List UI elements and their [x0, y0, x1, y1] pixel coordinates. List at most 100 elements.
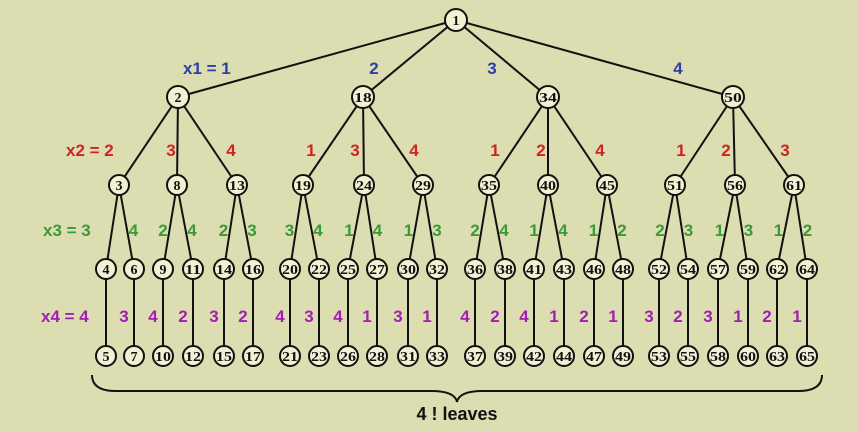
tree-edge: [362, 96, 365, 186]
edge-label: 1: [404, 221, 413, 240]
node-label: 56: [727, 179, 743, 194]
edge-label: 4: [595, 141, 605, 160]
node-label: 24: [356, 179, 372, 194]
node-label: 5: [103, 350, 110, 365]
edge-label: 4: [187, 221, 197, 240]
node-label: 22: [311, 263, 327, 278]
tree-node-55: 55: [677, 345, 699, 367]
node-label: 21: [282, 350, 298, 365]
node-label: 49: [615, 350, 631, 365]
tree-node-1: 1: [444, 8, 468, 32]
node-circle: [108, 174, 130, 196]
tree-node-4: 4: [95, 258, 117, 280]
node-label: 65: [799, 350, 815, 365]
node-circle: [464, 258, 486, 280]
node-circle: [123, 345, 145, 367]
node-circle: [397, 258, 419, 280]
node-label: 61: [786, 179, 802, 194]
node-circle: [166, 174, 188, 196]
node-label: 46: [586, 263, 602, 278]
node-label: 36: [467, 263, 483, 278]
tree-edge: [162, 184, 178, 270]
edge-label: 4: [129, 221, 139, 240]
edge-label: 1: [549, 307, 558, 326]
tree-edge: [674, 96, 734, 186]
edge-label: 4: [333, 307, 343, 326]
edge-label: 2: [803, 221, 812, 240]
node-circle: [226, 174, 248, 196]
edge-label: 2: [158, 221, 167, 240]
tree-edge: [734, 184, 749, 270]
node-label: 18: [354, 91, 372, 106]
tree-edge: [422, 184, 438, 270]
tree-node-45: 45: [596, 174, 618, 196]
node-circle: [737, 258, 759, 280]
node-label: 45: [599, 179, 615, 194]
edge-label: 1: [529, 221, 538, 240]
node-circle: [182, 345, 204, 367]
node-circle: [478, 174, 500, 196]
tree-edge: [223, 184, 238, 270]
edge-label: 4: [673, 59, 683, 78]
tree-node-60: 60: [737, 345, 759, 367]
node-circle: [152, 345, 174, 367]
node-circle: [796, 258, 818, 280]
edge-label: 2: [470, 221, 479, 240]
node-circle: [596, 174, 618, 196]
leaves-brace: [91, 374, 823, 403]
tree-node-36: 36: [464, 258, 486, 280]
edge-label: 1: [344, 221, 353, 240]
node-label: 64: [799, 263, 815, 278]
node-label: 43: [556, 263, 572, 278]
edge-label: 3: [247, 221, 256, 240]
node-circle: [308, 345, 330, 367]
tree-node-18: 18: [351, 85, 375, 109]
edge-label: 1: [608, 307, 617, 326]
tree-edge: [302, 96, 364, 186]
edge-label: 4: [313, 221, 323, 240]
node-circle: [612, 258, 634, 280]
tree-node-54: 54: [677, 258, 699, 280]
edge-label: 3: [166, 141, 175, 160]
edge-label: 2: [579, 307, 588, 326]
edge-label: 4: [460, 307, 470, 326]
node-circle: [707, 345, 729, 367]
edge-label: 2: [178, 307, 187, 326]
node-label: 63: [769, 350, 785, 365]
node-circle: [553, 345, 575, 367]
node-circle: [166, 85, 190, 109]
edge-label: 1: [589, 221, 598, 240]
node-label: 62: [769, 263, 785, 278]
node-label: 34: [539, 91, 557, 106]
node-circle: [583, 345, 605, 367]
node-label: 38: [497, 263, 513, 278]
tree-edge: [658, 184, 676, 270]
tree-node-58: 58: [707, 345, 729, 367]
tree-node-20: 20: [279, 258, 301, 280]
node-label: 15: [216, 350, 232, 365]
node-label: 51: [667, 179, 683, 194]
node-circle: [612, 345, 634, 367]
node-circle: [648, 345, 670, 367]
tree-edge: [177, 19, 457, 98]
node-label: 33: [429, 350, 445, 365]
tree-edge: [547, 96, 608, 186]
edge-label: 2: [219, 221, 228, 240]
tree-node-7: 7: [123, 345, 145, 367]
tree-node-57: 57: [707, 258, 729, 280]
tree-node-50: 50: [721, 85, 745, 109]
tree-node-31: 31: [397, 345, 419, 367]
node-circle: [494, 345, 516, 367]
tree-node-61: 61: [783, 174, 805, 196]
node-circle: [783, 174, 805, 196]
tree-node-14: 14: [213, 258, 235, 280]
tree-node-49: 49: [612, 345, 634, 367]
tree-edge: [455, 19, 549, 98]
tree-edge: [118, 184, 135, 270]
edge-label: 1: [715, 221, 724, 240]
node-circle: [366, 258, 388, 280]
node-label: 20: [282, 263, 298, 278]
tree-node-3: 3: [108, 174, 130, 196]
tree-node-5: 5: [95, 345, 117, 367]
level-labels: x1 = 1 x2 = 2 x3 = 3 x4 = 4: [41, 59, 231, 326]
